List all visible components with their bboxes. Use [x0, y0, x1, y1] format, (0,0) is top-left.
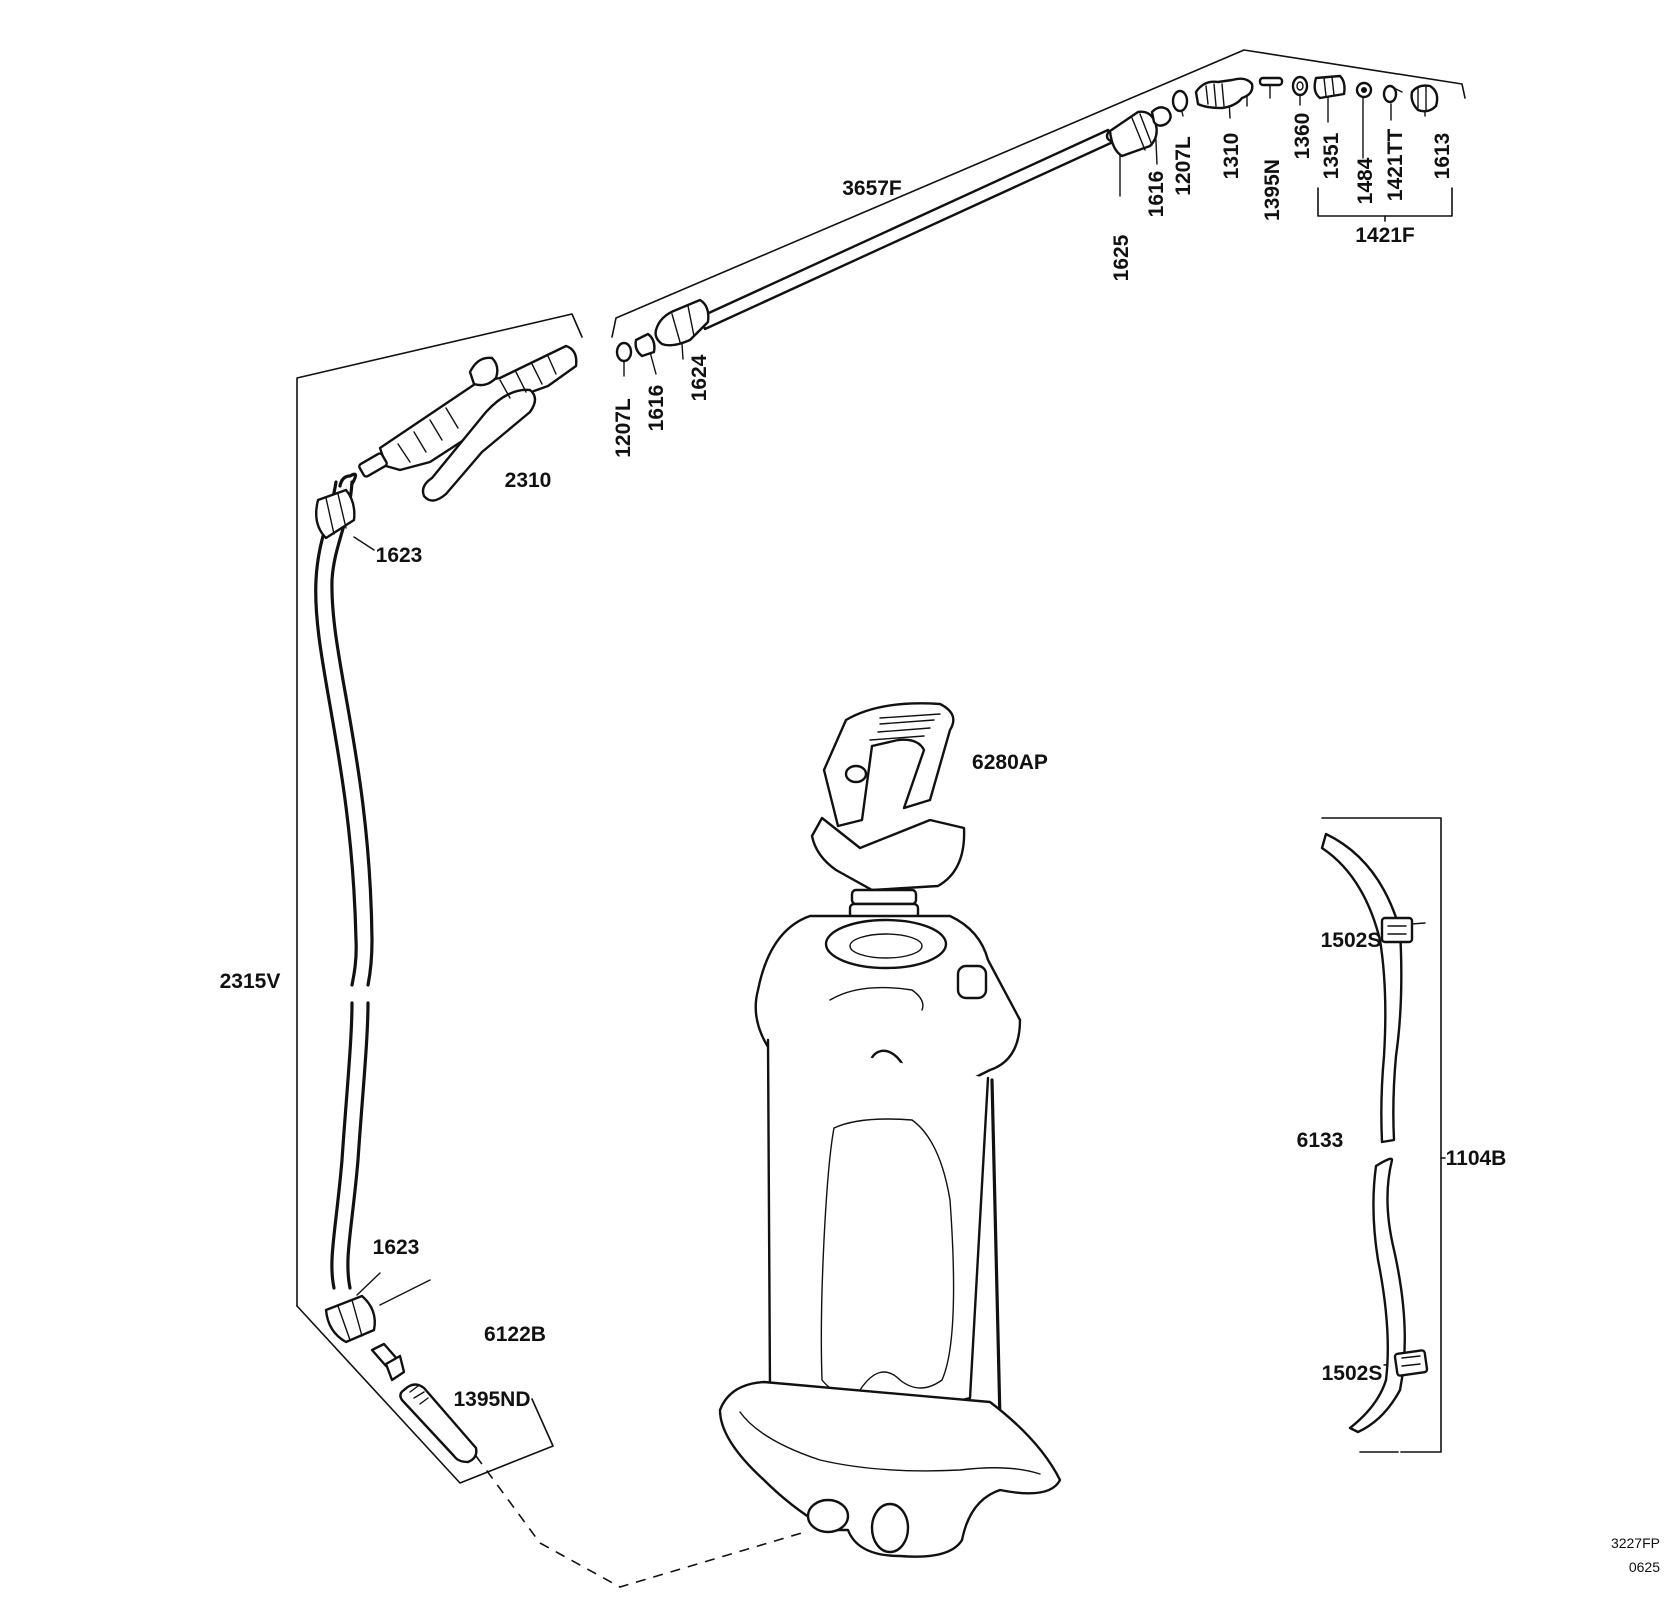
- label-1623-top: 1623: [376, 544, 423, 567]
- doc-ref-code: 3227FP: [1611, 1535, 1660, 1551]
- handle-valve-2310: [358, 344, 578, 502]
- label-1502S-bottom: 1502S: [1322, 1362, 1383, 1385]
- label-1421F: 1421F: [1355, 224, 1415, 247]
- label-1351: 1351: [1320, 132, 1343, 179]
- nozzle-body-1351: [1313, 74, 1346, 100]
- label-1616-bottom: 1616: [645, 385, 668, 432]
- adapter-1616-top: [1150, 106, 1172, 127]
- frame-lines: [296, 49, 1466, 1484]
- doc-ref-date: 0625: [1629, 1559, 1660, 1575]
- nut-1624: [654, 298, 710, 347]
- label-1395ND: 1395ND: [453, 1388, 530, 1411]
- washer-1360: [1291, 75, 1309, 97]
- label-1484: 1484: [1354, 157, 1377, 204]
- hose-nut-1623-top: [315, 488, 356, 540]
- filter-connection-line: [475, 1455, 806, 1588]
- label-1360: 1360: [1291, 113, 1314, 160]
- hose-nut-1623-bottom: [324, 1294, 376, 1344]
- hose-2315V: [314, 472, 374, 1290]
- strap-clip-1502S-bottom: [1393, 1349, 1429, 1377]
- strap-clip-1502S-top: [1380, 916, 1414, 944]
- nozzle-pin-1395N: [1258, 76, 1284, 87]
- nozzle-cap-1613: [1410, 84, 1439, 113]
- label-1395N: 1395N: [1261, 159, 1284, 221]
- filter-kit-6122B: [370, 1342, 478, 1464]
- label-1207L-bottom: 1207L: [612, 398, 635, 458]
- label-3657F: 3657F: [842, 177, 902, 200]
- filter-1484: [1355, 81, 1373, 99]
- label-2315V: 2315V: [220, 970, 281, 993]
- label-6133: 6133: [1297, 1129, 1344, 1152]
- label-1623-bottom: 1623: [373, 1236, 420, 1259]
- label-6122B: 6122B: [484, 1323, 546, 1346]
- oring-1207L-top: [1171, 89, 1189, 113]
- elbow-1310: [1194, 77, 1254, 110]
- lance-3657F: [695, 128, 1119, 331]
- label-6280AP: 6280AP: [972, 751, 1048, 774]
- oring-1207L-bottom: [615, 341, 633, 363]
- label-1421TT: 1421TT: [1384, 129, 1407, 202]
- label-1625: 1625: [1110, 234, 1133, 281]
- label-1104B: 1104B: [1446, 1147, 1507, 1170]
- label-1616-top: 1616: [1145, 171, 1168, 218]
- label-2310: 2310: [505, 469, 552, 492]
- lance-nut-1625: [1108, 110, 1158, 158]
- label-1310: 1310: [1220, 133, 1243, 180]
- pump-6280AP: [718, 702, 1062, 1558]
- label-1624: 1624: [688, 354, 711, 401]
- label-1613: 1613: [1431, 133, 1454, 180]
- label-1207L-top: 1207L: [1172, 136, 1195, 196]
- tip-1421TT: [1382, 84, 1403, 104]
- label-1502S-top: 1502S: [1321, 929, 1382, 952]
- part-labels: 3657F 1625 1616 1207L 1310 1395N 1360 13…: [220, 113, 1661, 1575]
- adapter-1616-bottom: [634, 332, 656, 358]
